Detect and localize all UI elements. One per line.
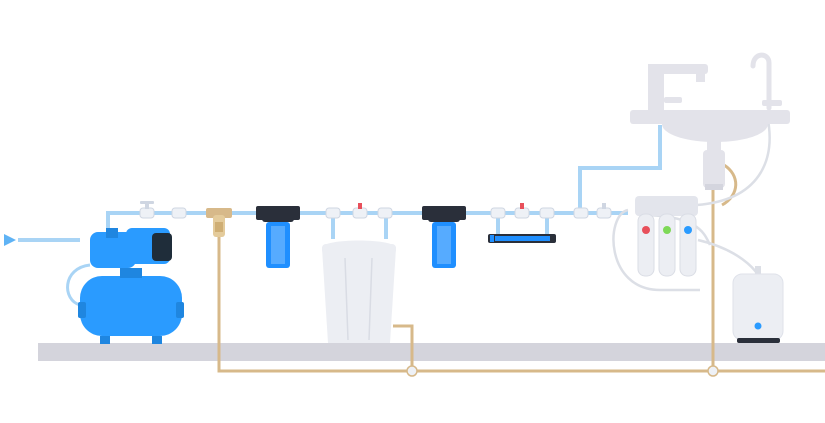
inlet-valve <box>139 201 155 219</box>
ro-red-indicator <box>642 226 650 234</box>
housing-filter-1 <box>256 206 300 268</box>
ro-green-indicator <box>663 226 671 234</box>
inlet-arrow <box>4 234 16 246</box>
pump-hose <box>66 263 91 307</box>
drain-joint <box>707 365 719 377</box>
pipe-fitting <box>171 207 187 219</box>
softener-fittings <box>325 203 393 219</box>
main-water-line <box>18 125 662 242</box>
housing-filter-2 <box>422 206 466 268</box>
reverse-osmosis-unit <box>635 196 698 277</box>
storage-tank <box>732 266 784 343</box>
pressure-pump <box>78 228 184 344</box>
ro-blue-indicator <box>684 226 692 234</box>
drain-joint <box>406 365 418 377</box>
softener-tank <box>322 213 396 343</box>
kitchen-sink <box>630 110 790 190</box>
drinking-water-faucet <box>750 52 782 111</box>
drain-line <box>217 163 825 373</box>
uv-sterilizer <box>488 213 556 243</box>
mixer-faucet <box>648 64 708 110</box>
floor <box>38 343 825 361</box>
sediment-prefilter <box>206 208 232 237</box>
uv-fittings <box>490 203 612 219</box>
